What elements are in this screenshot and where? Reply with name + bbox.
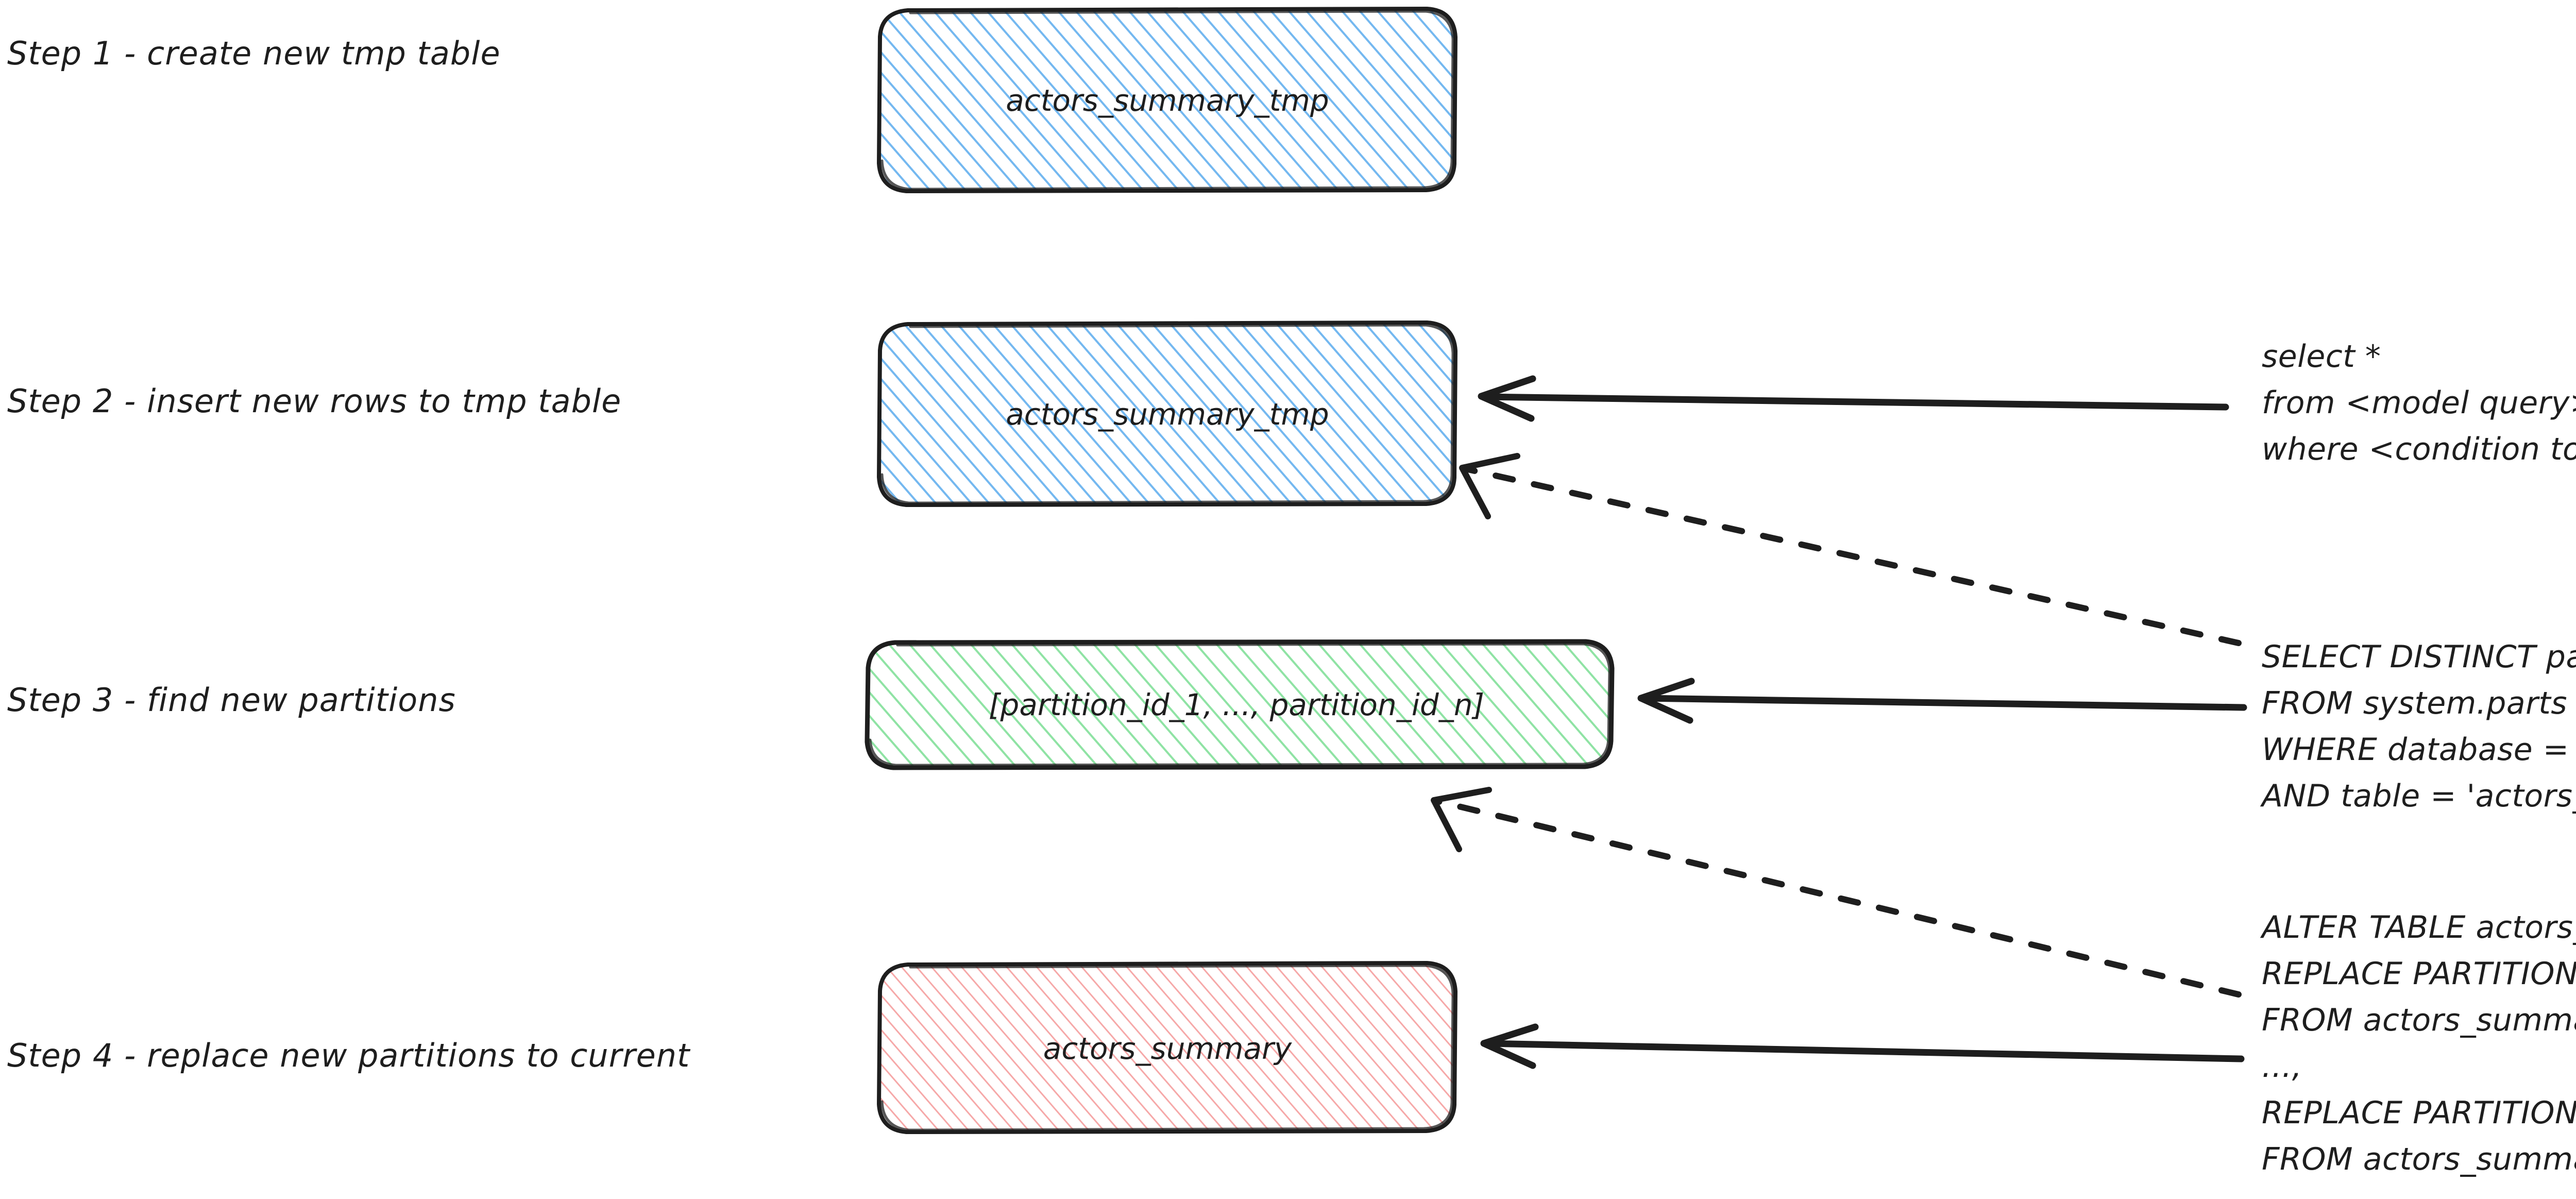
step-1-label: Step 1 - create new tmp table	[7, 35, 501, 72]
arrow-alter-table-to-partitions-box	[1431, 787, 2242, 998]
step-3-code-line-2: WHERE database = <database>	[2262, 732, 2576, 768]
step-2-code-line-1: from <model query>	[2262, 385, 2576, 421]
arrow-partitions-query-to-partitions-box	[1637, 678, 2247, 724]
step-3-code-line-3: AND table = 'actors_summary_tmp'	[2260, 778, 2576, 814]
step-4-code-line-4: REPLACE PARTITION partition_id_n	[2262, 1095, 2576, 1131]
arrow-partitions-query-to-tmp-table	[1459, 453, 2242, 646]
step-3-box-outline-2	[869, 643, 1611, 767]
step-4-code-line-1: REPLACE PARTITION partition_id_1	[2262, 956, 2576, 992]
arrow-select-to-tmp-table	[1478, 375, 2229, 422]
step-2-box-fill	[879, 322, 1456, 505]
step-2-box-label: actors_summary_tmp	[1006, 397, 1329, 432]
step-4-code-line-3: ...,	[2262, 1049, 2302, 1085]
step-2-code: select * from <model query> where <condi…	[2262, 339, 2576, 467]
step-2-label: Step 2 - insert new rows to tmp table	[7, 382, 621, 420]
step-4-code-line-5: FROM actors_summary_tmp,	[2262, 1141, 2576, 1177]
step-1-group: Step 1 - create new tmp table actors_sum…	[7, 6, 1458, 194]
step-4-code-line-0: ALTER TABLE actors_summary	[2260, 909, 2576, 945]
step-3-box-label: [partition_id_1, ..., partition_id_n]	[989, 687, 1484, 722]
step-3-code-line-1: FROM system.parts	[2262, 685, 2567, 721]
step-1-box-outline-2	[880, 10, 1454, 191]
step-4-code-line-2: FROM actors_summary_tmp,	[2262, 1002, 2576, 1038]
step-1-box-label: actors_summary_tmp	[1006, 83, 1329, 118]
step-4-label: Step 4 - replace new partitions to curre…	[7, 1037, 691, 1074]
step-4-box-outline-2	[880, 964, 1454, 1132]
step-4-code: ALTER TABLE actors_summary REPLACE PARTI…	[2260, 909, 2576, 1177]
step-4-group: Step 4 - replace new partitions to curre…	[7, 909, 2576, 1177]
step-2-box-outline	[876, 320, 1458, 508]
step-3-box-outline	[865, 639, 1615, 770]
step-3-code: SELECT DISTINCT partition_id FROM system…	[2260, 639, 2576, 814]
step-2-code-line-2: where <condition to identify new>	[2262, 431, 2576, 467]
step-2-group: Step 2 - insert new rows to tmp table ac…	[7, 320, 2576, 646]
step-4-box-label: actors_summary	[1043, 1031, 1292, 1066]
step-1-box-outline	[876, 6, 1458, 194]
step-2-code-line-0: select *	[2262, 339, 2381, 375]
step-4-box[interactable]: actors_summary	[876, 960, 1458, 1135]
step-3-box[interactable]: [partition_id_1, ..., partition_id_n]	[865, 639, 1615, 770]
step-4-box-fill	[879, 962, 1456, 1133]
step-2-box-outline-2	[880, 324, 1454, 504]
step-1-box[interactable]: actors_summary_tmp	[876, 6, 1458, 194]
step-4-box-outline	[876, 960, 1458, 1135]
step-3-group: Step 3 - find new partitions [partition_…	[7, 639, 2576, 998]
arrow-alter-table-to-summary-box	[1480, 1023, 2245, 1069]
step-3-box-fill	[868, 640, 1613, 769]
step-1-box-fill	[879, 8, 1456, 192]
step-2-box[interactable]: actors_summary_tmp	[876, 320, 1458, 508]
step-3-label: Step 3 - find new partitions	[7, 681, 456, 719]
step-3-code-line-0: SELECT DISTINCT partition_id	[2262, 639, 2576, 675]
